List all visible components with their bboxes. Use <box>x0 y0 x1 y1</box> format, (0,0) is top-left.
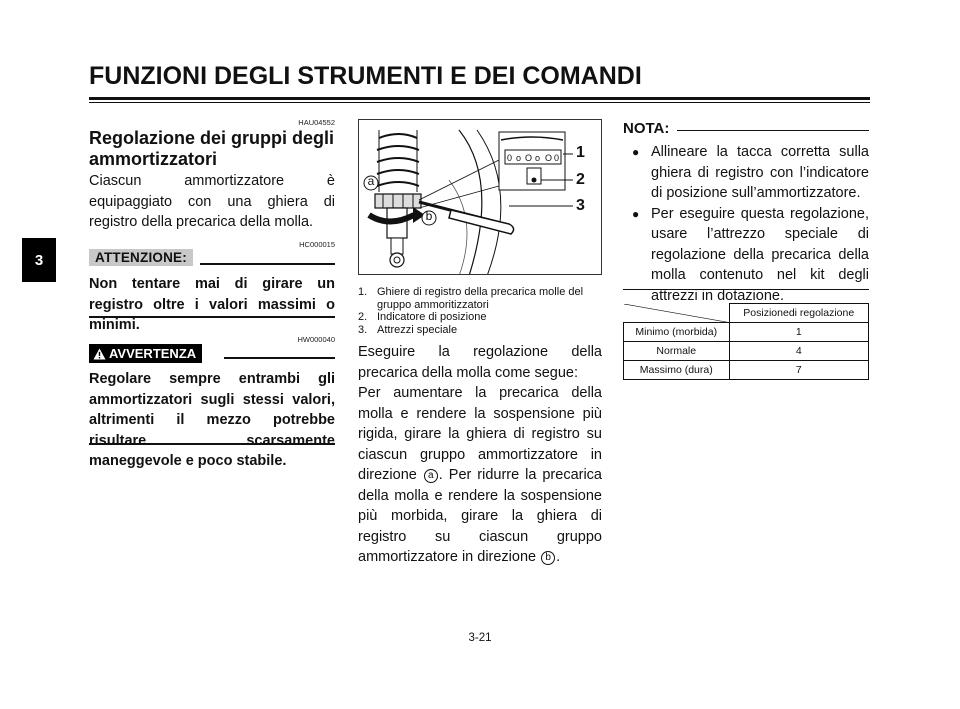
attention-end-rule <box>89 316 335 318</box>
attention-label: ATTENZIONE: <box>89 248 193 266</box>
warning-end-rule <box>89 443 335 445</box>
figure-captions: 1.Ghiere di registro della precarica mol… <box>358 286 606 336</box>
section-code: HAU04552 <box>298 118 335 127</box>
direction-a-marker: a <box>423 469 438 483</box>
table-row-label: Minimo (morbida) <box>623 322 730 342</box>
direction-b-label: b <box>425 209 433 223</box>
table-corner-diagonal <box>623 303 729 322</box>
nota-item: ●Per eseguire questa regolazione, usare … <box>632 205 869 304</box>
table-corner-cell <box>623 303 730 323</box>
table-row-value: 4 <box>728 341 869 361</box>
table-row-value: 7 <box>728 360 869 380</box>
attention-header-rule <box>200 263 335 265</box>
svg-text:O: O <box>545 153 552 163</box>
adjustment-table: Posizionedi regolazione Minimo (morbida)… <box>623 303 869 380</box>
warning-text: Regolare sempre entrambi gli ammortizzat… <box>89 371 335 469</box>
caption-item: 2.Indicatore di posizione <box>358 311 487 323</box>
attention-code: HC000015 <box>299 240 335 249</box>
attention-header: ATTENZIONE: <box>89 248 193 266</box>
nota-end-rule <box>623 289 869 290</box>
warning-triangle-icon <box>93 348 106 359</box>
attention-text: Non tentare mai di girare un registro ol… <box>89 276 335 333</box>
table-row-label: Normale <box>623 341 730 361</box>
header-rule <box>89 97 870 103</box>
warning-code: HW000040 <box>297 335 335 344</box>
nota-header: NOTA: <box>623 120 869 137</box>
direction-a-label: a <box>367 174 375 188</box>
nota-header-rule <box>677 130 869 131</box>
nota-label: NOTA: <box>623 120 670 137</box>
procedure-intro: Eseguire la regolazione della precarica … <box>358 344 602 381</box>
bullet-icon: ● <box>632 206 640 221</box>
svg-text:0: 0 <box>507 153 512 163</box>
table-row-label: Massimo (dura) <box>623 360 730 380</box>
table-row: Massimo (dura) 7 <box>623 360 869 380</box>
section-intro: Ciascun ammortizzatore è equipaggiato co… <box>89 173 335 230</box>
callout-1: 1 <box>576 144 585 161</box>
procedure-text: Eseguire la regolazione della precarica … <box>358 342 602 568</box>
section-title: Regolazione dei gruppi degli ammortizzat… <box>89 128 335 169</box>
caption-item: 1.Ghiere di registro della precarica mol… <box>358 286 584 311</box>
direction-b-marker: b <box>541 551 556 565</box>
chapter-tab: 3 <box>22 238 56 282</box>
table-header-cell: Posizionedi regolazione <box>728 303 869 323</box>
svg-text:0: 0 <box>554 153 559 163</box>
page-number: 3-21 <box>468 632 492 644</box>
warning-header-rule <box>224 357 335 359</box>
svg-text:o: o <box>535 153 540 163</box>
warning-label: AVVERTENZA <box>109 346 197 361</box>
nota-list: ●Allineare la tacca corretta sulla ghier… <box>623 142 869 306</box>
table-header-row: Posizionedi regolazione <box>623 303 869 323</box>
page-header-title: FUNZIONI DEGLI STRUMENTI E DEI COMANDI <box>89 62 642 90</box>
table-row: Minimo (morbida) 1 <box>623 322 869 342</box>
svg-text:o: o <box>516 153 521 163</box>
table-row: Normale 4 <box>623 341 869 361</box>
bullet-icon: ● <box>632 145 640 159</box>
callout-2: 2 <box>576 171 585 188</box>
table-row-value: 1 <box>728 322 869 342</box>
procedure-steps: Per aumentare la precarica della molla e… <box>358 385 602 565</box>
warning-header: AVVERTENZA <box>89 344 203 363</box>
caption-item: 3.Attrezzi speciale <box>358 323 458 336</box>
svg-text:O: O <box>525 153 532 163</box>
nota-item: ●Allineare la tacca corretta sulla ghier… <box>632 144 869 201</box>
callout-3: 3 <box>576 197 585 214</box>
